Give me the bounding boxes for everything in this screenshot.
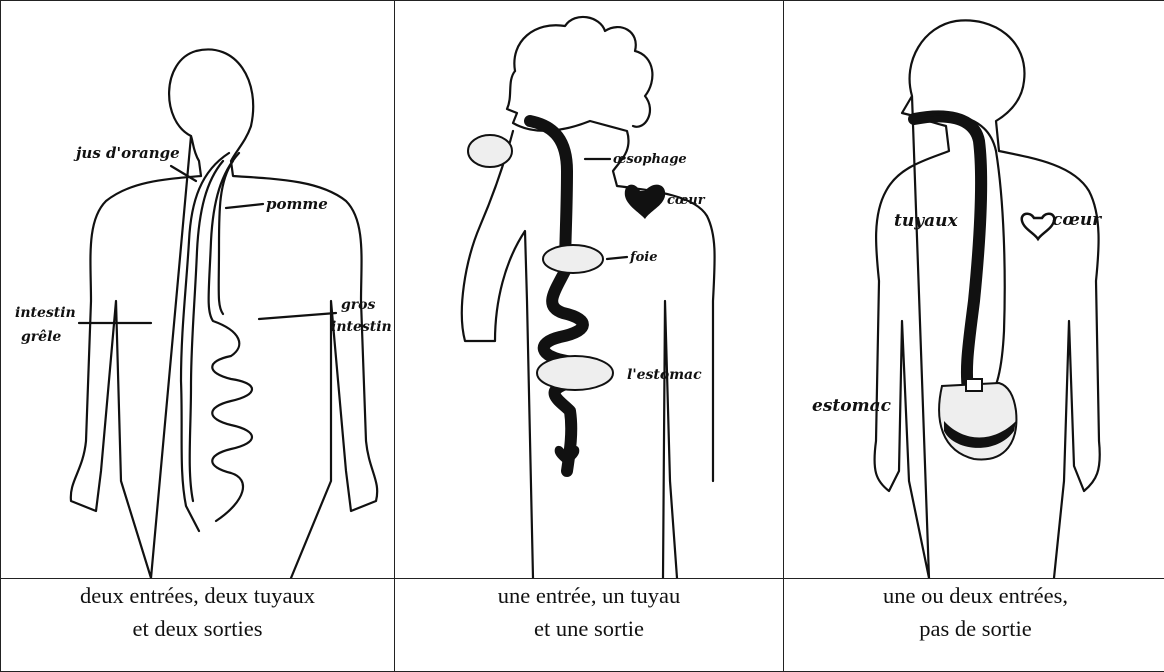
drawing-cell-1: jus d'orange pomme intestin grêle gros i…: [1, 1, 395, 579]
caption-2-line-2: et une sortie: [395, 612, 783, 645]
drawing-cell-3: tuyaux cœur estomac: [784, 1, 1164, 579]
caption-2: une entrée, un tuyau et une sortie: [395, 579, 784, 672]
body-outline: [875, 20, 1100, 578]
arrow-liver: [607, 257, 627, 259]
label-pipes: tuyaux: [894, 211, 958, 231]
label-esophagus: œsophage: [613, 152, 687, 167]
stomach: [537, 356, 613, 390]
hair: [514, 17, 652, 127]
label-stomach: l'estomac: [627, 367, 702, 383]
body-drawing-two-pipes: jus d'orange pomme intestin grêle gros i…: [1, 1, 394, 578]
digestive-pipe: [914, 116, 981, 396]
caption-3-line-1: une ou deux entrées,: [784, 579, 1164, 612]
body-drawing-one-pipe: œsophage cœur foie l'estomac: [395, 1, 783, 578]
pipe-inner-left: [190, 161, 223, 501]
drawing-cell-2: œsophage cœur foie l'estomac: [395, 1, 784, 579]
label-heart: cœur: [667, 193, 706, 208]
caption-2-line-1: une entrée, un tuyau: [395, 579, 783, 612]
caption-1-line-2: et deux sorties: [1, 612, 394, 645]
heart-icon: [1022, 214, 1055, 239]
pipe-left: [181, 153, 229, 531]
stomach-valve: [966, 379, 982, 391]
captions-row: deux entrées, deux tuyaux et deux sortie…: [1, 579, 1164, 672]
caption-3: une ou deux entrées, pas de sortie: [784, 579, 1164, 672]
stomach-bag: [939, 383, 1016, 459]
label-large-intestine-2: intestin: [331, 319, 392, 335]
body-drawing-no-exit: tuyaux cœur estomac: [784, 1, 1164, 578]
digestive-tube: [530, 121, 587, 471]
label-heart: cœur: [1052, 210, 1102, 230]
label-apple: pomme: [266, 195, 328, 213]
label-juice: jus d'orange: [73, 144, 180, 162]
label-stomach: estomac: [812, 396, 892, 416]
caption-3-line-2: pas de sortie: [784, 612, 1164, 645]
arrow-large-intestine: [259, 313, 336, 319]
label-small-intestine-1: intestin: [15, 305, 76, 321]
label-liver: foie: [629, 250, 657, 265]
fruit-in-hand: [468, 135, 512, 167]
arrow-apple: [226, 204, 263, 208]
caption-1: deux entrées, deux tuyaux et deux sortie…: [1, 579, 395, 672]
label-small-intestine-2: grêle: [21, 329, 61, 345]
label-large-intestine-1: gros: [341, 297, 376, 313]
caption-1-line-1: deux entrées, deux tuyaux: [1, 579, 394, 612]
liver: [543, 245, 603, 273]
drawings-row: jus d'orange pomme intestin grêle gros i…: [1, 1, 1164, 579]
